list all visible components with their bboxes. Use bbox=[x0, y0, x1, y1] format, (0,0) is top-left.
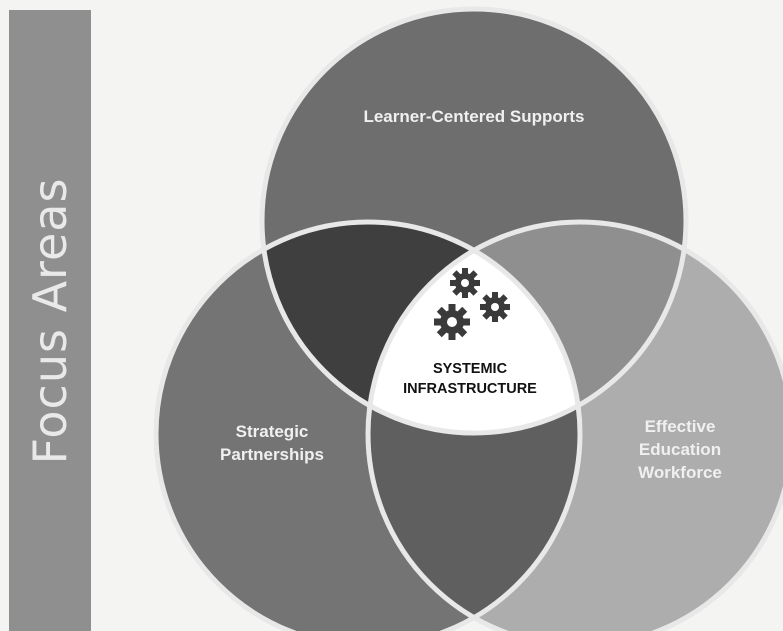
label-right-line-2: Education bbox=[639, 440, 721, 459]
center-overlap bbox=[368, 222, 580, 433]
label-left-line-1: Strategic bbox=[236, 422, 309, 441]
label-right-line-3: Workforce bbox=[638, 463, 722, 482]
label-right-line-1: Effective bbox=[645, 417, 716, 436]
label-left-line-2: Partnerships bbox=[220, 445, 324, 464]
gears-icon bbox=[434, 268, 510, 340]
focus-areas-bar: Focus Areas bbox=[9, 10, 91, 631]
label-top-circle: Learner-Centered Supports bbox=[363, 107, 584, 126]
center-label-line-1: SYSTEMIC bbox=[433, 361, 508, 377]
center-label-line-2: INFRASTRUCTURE bbox=[403, 381, 537, 397]
